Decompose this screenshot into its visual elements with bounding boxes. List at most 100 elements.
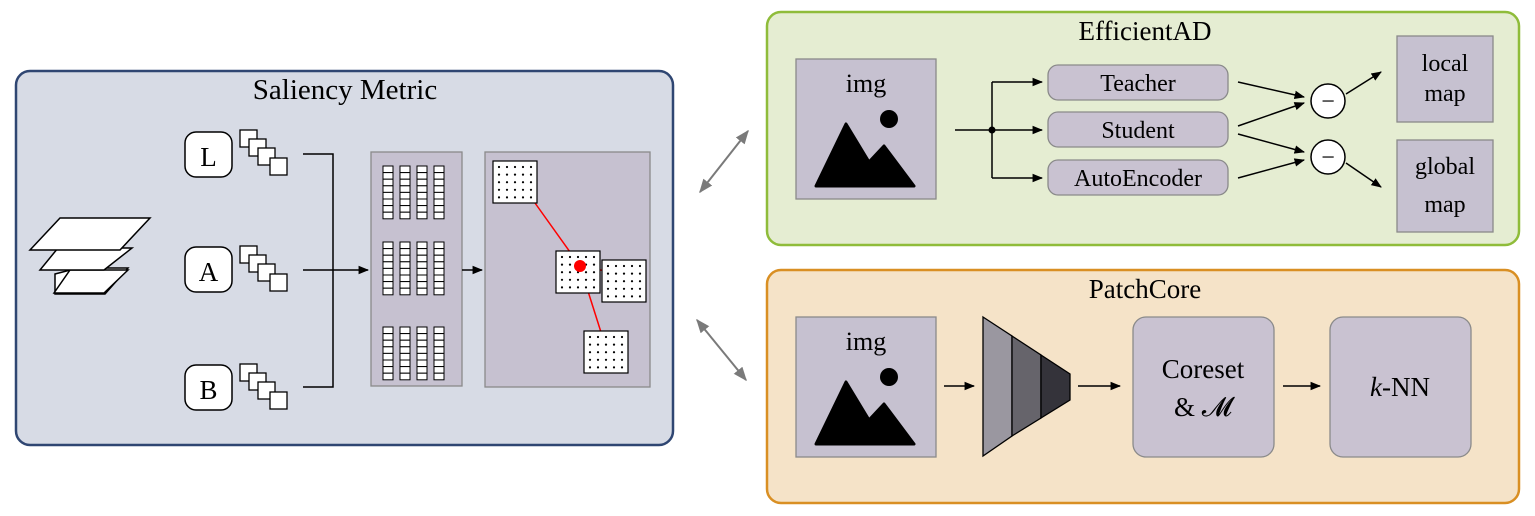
patch-dot: [630, 287, 634, 290]
patch-dot: [614, 295, 618, 298]
feature-cell: [382, 267, 394, 276]
patch-dot: [584, 278, 588, 281]
feature-columns-box: [370, 151, 463, 387]
efficientad-image: img: [795, 58, 937, 200]
patch-dot: [612, 366, 616, 369]
patchcore-title: PatchCore: [1089, 274, 1201, 304]
feature-cell: [433, 165, 445, 174]
backbone-encoder: [982, 315, 1071, 458]
global-map-line1: global: [1415, 154, 1475, 180]
patch-dot: [584, 255, 588, 259]
feature-cell: [382, 254, 394, 263]
patch-dot: [560, 278, 564, 281]
patch-dot: [560, 286, 564, 289]
memory-bank-label: & 𝓜: [1174, 392, 1236, 422]
feature-cell: [382, 366, 394, 374]
feature-cell: [399, 352, 411, 361]
patch-dot: [612, 358, 616, 361]
feature-cell: [416, 326, 428, 335]
feature-cell: [399, 254, 411, 263]
global-map-node: global map: [1396, 139, 1494, 233]
patch-dot: [630, 272, 634, 275]
patch-dot: [513, 181, 517, 184]
feature-cell: [382, 191, 394, 200]
feature-cell: [399, 274, 411, 283]
feature-cell: [433, 366, 445, 374]
feature-cell: [433, 287, 445, 296]
patch-dot: [606, 272, 610, 275]
feature-cell: [433, 198, 445, 207]
feature-cell: [433, 346, 445, 354]
feature-cell: [382, 346, 394, 354]
feature-cell: [433, 372, 445, 381]
patch-dot: [497, 188, 501, 191]
patch-dot: [513, 188, 517, 191]
feature-cell: [416, 191, 428, 200]
patch-dot: [560, 271, 564, 274]
patch-dot: [596, 351, 600, 354]
patch-dot: [606, 264, 610, 268]
local-map-line2: map: [1424, 81, 1465, 107]
patch-dot: [576, 286, 580, 289]
patch-dot: [630, 295, 634, 298]
feature-cell: [399, 248, 411, 256]
efficientad-img-label: img: [846, 69, 886, 98]
feature-cell: [399, 372, 411, 381]
patch-dot: [606, 295, 610, 298]
patch-dot: [497, 165, 501, 169]
patch-dot: [614, 264, 618, 268]
mountain-icon: [814, 380, 916, 446]
patchcore-image: img: [795, 316, 937, 458]
feature-cell: [399, 267, 411, 276]
feature-cell: [399, 333, 411, 341]
feature-cell: [433, 185, 445, 193]
patch-dot: [604, 366, 608, 369]
feature-cell: [399, 205, 411, 213]
feature-cell: [416, 366, 428, 374]
patchcore-panel: PatchCore img Coreset & 𝓜 k-NN: [765, 268, 1521, 505]
patch-dot: [588, 351, 592, 354]
feature-cell: [433, 205, 445, 213]
patch-dot: [521, 173, 525, 176]
global-map-line2: map: [1424, 192, 1465, 218]
feature-cell: [433, 326, 445, 335]
feature-cell: [433, 178, 445, 187]
feature-cell: [399, 359, 411, 368]
patch-dot: [505, 188, 509, 191]
merge-bracket: [303, 153, 370, 388]
stack-icon-b: [239, 363, 288, 410]
patch-dot: [622, 280, 626, 283]
feature-cell: [399, 178, 411, 187]
patch-dot: [630, 264, 634, 268]
feature-cell: [416, 198, 428, 207]
feature-cell: [382, 359, 394, 368]
feature-cell: [433, 267, 445, 276]
teacher-label: Teacher: [1100, 71, 1176, 97]
patch-dot: [638, 264, 642, 268]
patch-dot: [638, 295, 642, 298]
patch-dot: [513, 196, 517, 199]
patch-dot: [620, 335, 624, 339]
feature-cell: [433, 333, 445, 341]
feature-cell: [399, 191, 411, 200]
feature-cell: [416, 359, 428, 368]
patch-dot: [568, 255, 572, 259]
feature-cell: [433, 211, 445, 220]
feature-cell: [416, 254, 428, 263]
feature-cell: [433, 339, 445, 348]
patch-dot: [529, 188, 533, 191]
patch-dot: [596, 343, 600, 346]
link-arrow-efficientad: [699, 129, 749, 194]
autoencoder-label: AutoEncoder: [1074, 166, 1202, 192]
feature-cell: [382, 165, 394, 174]
feature-cell: [382, 326, 394, 335]
feature-cell: [399, 211, 411, 220]
input-b: B: [184, 364, 233, 411]
local-map-line1: local: [1422, 51, 1469, 77]
feature-cell: [382, 198, 394, 207]
feature-cell: [399, 172, 411, 180]
feature-cell: [382, 333, 394, 341]
feature-cell: [382, 372, 394, 381]
patch-dot: [568, 286, 572, 289]
patch-dot: [614, 287, 618, 290]
